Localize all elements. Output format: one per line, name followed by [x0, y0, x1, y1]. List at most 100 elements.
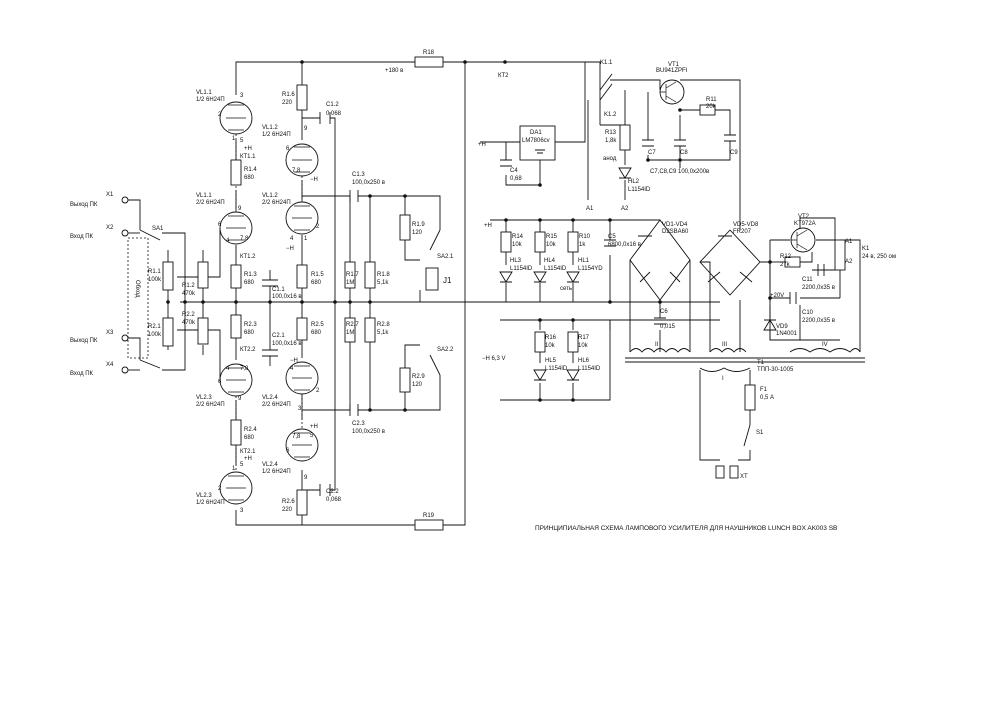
- led-icon: [566, 271, 580, 283]
- pin-label: 1: [232, 466, 236, 472]
- hl4-value: L1154ID: [544, 266, 567, 272]
- led-icon: [566, 369, 580, 381]
- r12p-name: R12: [780, 254, 792, 260]
- vl24-name: VL2.4: [262, 395, 278, 401]
- pin-label: 2: [218, 486, 222, 492]
- r15-name: R1.5: [311, 272, 324, 278]
- wires: [125, 61, 861, 526]
- j1-label: J1: [443, 276, 452, 285]
- hl3-name: HL3: [510, 258, 522, 264]
- c22-name: C2.2: [326, 489, 339, 495]
- r26-value: 220: [282, 507, 293, 513]
- resistor-icon: [500, 231, 512, 253]
- hl4-name: HL4: [544, 258, 556, 264]
- da1-value: LM7806cv: [522, 138, 550, 144]
- resistor-icon: [230, 264, 242, 289]
- hl5-value: L1154ID: [545, 366, 568, 372]
- r19b-value: 120: [412, 230, 423, 236]
- pin-label: +Н: [244, 146, 252, 152]
- c22-value: 0,068: [326, 497, 342, 503]
- da1-name: DA1: [530, 130, 542, 136]
- pin-label: 3: [298, 406, 302, 412]
- triodes: [219, 101, 319, 505]
- vl23b-value: 1/2 6Н24П: [196, 500, 225, 506]
- r26-name: R2.6: [282, 499, 295, 505]
- vl11-name: VL1.1: [196, 90, 212, 96]
- r14-value: 680: [244, 175, 255, 181]
- pin-label: 4: [226, 238, 230, 244]
- k1-name: K1: [862, 246, 870, 252]
- capacitor-icon: [319, 112, 331, 124]
- pin-label: +Н: [244, 456, 252, 462]
- c9-label: C9: [730, 150, 738, 156]
- r14-name: R1.4: [244, 167, 257, 173]
- r11p-value: 20k: [706, 104, 717, 110]
- diode-icon: [763, 319, 777, 331]
- x3-label: X3: [106, 330, 114, 336]
- resistor-icon: [699, 104, 716, 116]
- capacitor-icon: [349, 190, 359, 202]
- capacitor-icon: [654, 317, 666, 325]
- triode-icon: [219, 471, 253, 505]
- r13-value: 680: [244, 280, 255, 286]
- resistor-icon: [296, 264, 308, 289]
- xt-label: XT: [740, 474, 748, 480]
- resistors: [162, 56, 801, 531]
- resistor-icon: [230, 159, 242, 186]
- r12-value: 470k: [182, 291, 196, 297]
- r10-name: R10: [579, 234, 591, 240]
- r21-name: R2.1: [148, 324, 161, 330]
- pin-label: 2: [316, 224, 320, 230]
- pin-label: 2: [218, 112, 222, 118]
- resistor-icon: [364, 261, 376, 289]
- c6-name: C6: [660, 309, 668, 315]
- r29-value: 120: [412, 382, 423, 388]
- r12p-value: 27k: [780, 262, 791, 268]
- r16-value: 220: [282, 100, 293, 106]
- vt2-name: VT2: [798, 214, 810, 220]
- c11-value: 100,0х16 в: [272, 294, 302, 300]
- kt21-label: КТ2.1: [240, 449, 256, 455]
- resistor-icon: [414, 56, 444, 68]
- labels: R18 R19 +180 в КТ2 R1.6 220 C1.2 0,068 V…: [70, 50, 896, 532]
- vl11b-name: VL1.1: [196, 193, 212, 199]
- r12-name: R1.2: [182, 283, 195, 289]
- vt1-name: VT1: [668, 62, 680, 68]
- pin-label: 6: [218, 379, 222, 385]
- in2-label: Вход ПК: [70, 371, 94, 377]
- led-icon: [533, 369, 547, 381]
- r19-label: R19: [423, 513, 435, 519]
- c4-value: 0,68: [510, 176, 522, 182]
- triode-icon: [219, 101, 253, 135]
- resistor-icon: [296, 84, 308, 111]
- vd14-value: D2SBA60: [662, 229, 689, 235]
- pin-label: 5: [240, 462, 244, 468]
- capacitor-icon: [674, 139, 686, 160]
- resistor-icon: [344, 317, 356, 343]
- r18b-name: R1.8: [377, 272, 390, 278]
- winding-1: I: [722, 376, 724, 382]
- f1-value: 0,5 А: [760, 395, 774, 401]
- switch-icon: [599, 73, 613, 101]
- capacitors: [262, 112, 825, 496]
- c789-label: С7,С8,С9 100,0х200в: [650, 169, 709, 175]
- schematic-title: ПРИНЦИПИАЛЬНАЯ СХЕМА ЛАМПОВОГО УСИЛИТЕЛЯ…: [535, 525, 837, 532]
- r17-value: 1M: [346, 280, 354, 286]
- hl6-value: L1154ID: [578, 366, 601, 372]
- hl6-name: HL6: [578, 358, 590, 364]
- resistor-icon: [567, 331, 579, 353]
- r14p-value: 10k: [512, 242, 523, 248]
- diode-icon: [629, 219, 732, 301]
- anod-label: анод: [603, 156, 617, 162]
- ground-icon: [535, 149, 545, 154]
- r18-label: R18: [423, 50, 435, 56]
- pin-label: 7,8: [292, 168, 301, 174]
- capacitor-icon: [724, 134, 736, 150]
- resistor-icon: [567, 231, 579, 253]
- pin-label: 6: [286, 448, 290, 454]
- winding-4: IV: [822, 342, 828, 348]
- resistor-icon: [399, 367, 411, 393]
- c6-value: 0,015: [660, 324, 676, 330]
- diode-icon: [699, 229, 761, 296]
- capacitor-icon: [789, 292, 797, 304]
